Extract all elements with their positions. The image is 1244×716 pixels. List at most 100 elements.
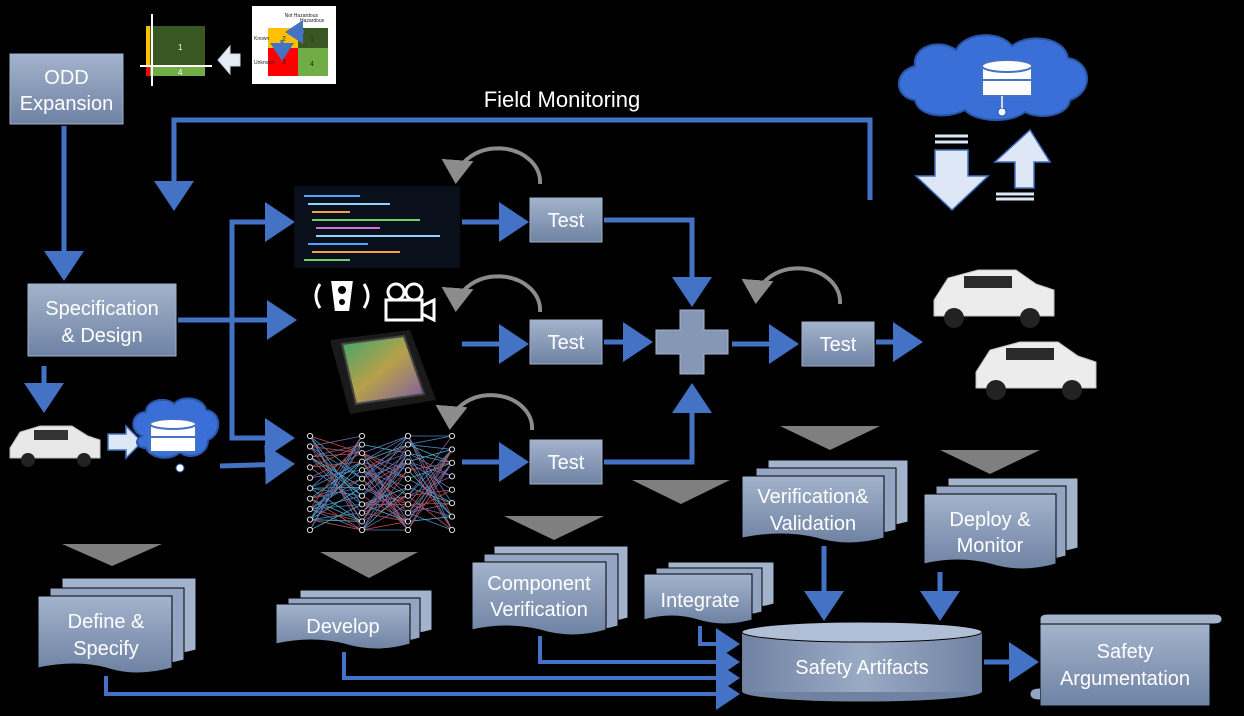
nn-link xyxy=(407,435,453,445)
spec-to-software-arrow xyxy=(229,202,295,320)
test-box-system: Test xyxy=(801,321,875,367)
nn-link xyxy=(407,469,453,517)
test-box-nn: Test xyxy=(529,439,603,485)
sensor-speaker-icon xyxy=(314,279,370,313)
neural-network-image xyxy=(296,428,462,536)
nn-link xyxy=(407,435,453,497)
soc-chip-image xyxy=(330,330,436,414)
nn-node xyxy=(404,526,412,534)
nn-node xyxy=(358,484,366,491)
nn-node xyxy=(306,516,314,523)
nn-node xyxy=(404,484,412,491)
nn-node xyxy=(448,500,456,507)
triangle-deploy xyxy=(940,450,1040,474)
nn-link xyxy=(361,503,409,522)
upload-arrow-icon xyxy=(993,128,1052,201)
nn-node xyxy=(448,459,456,466)
nn-node xyxy=(306,474,314,481)
hazard-matrix-source: Hazardous Not Hazardous Known Unknown 2 … xyxy=(252,6,336,84)
odd-expansion-line1: ODD xyxy=(44,67,88,89)
nn-node xyxy=(358,526,366,534)
nn-node xyxy=(448,432,456,440)
nn-link xyxy=(309,478,363,510)
nn-link xyxy=(309,446,363,480)
nn-link xyxy=(407,449,453,463)
nn-link xyxy=(407,462,453,522)
vehicle-bottom-image xyxy=(975,341,1097,400)
nn-node xyxy=(448,513,456,520)
result-cell-1: 1 xyxy=(178,43,183,52)
phase-deploy-monitor: Deploy & Monitor xyxy=(923,477,1079,570)
nn-link xyxy=(361,444,409,463)
test-box-hardware: Test xyxy=(529,319,603,365)
nn-node xyxy=(404,458,412,465)
nn-node xyxy=(448,526,456,534)
safety-artifacts-label: Safety Artifacts xyxy=(795,657,928,679)
nn-link xyxy=(309,508,363,531)
nn-link xyxy=(407,478,453,504)
nn-link xyxy=(361,452,409,488)
integrate-to-artifacts-arrow xyxy=(698,626,740,660)
integration-plus-icon xyxy=(655,309,729,375)
nn-link xyxy=(361,504,409,531)
test-loop-nn-icon xyxy=(435,393,535,431)
nn-node xyxy=(404,432,412,440)
nn-node xyxy=(358,518,366,525)
matrix-cell-1: 1 xyxy=(310,36,314,43)
result-cell-4: 4 xyxy=(178,68,183,77)
odd-expansion-line2: Expansion xyxy=(20,93,113,115)
nn-link xyxy=(309,461,363,489)
spec-design-box: Specification & Design xyxy=(27,283,177,357)
odd-expansion-box: ODD Expansion xyxy=(9,53,124,125)
nn-link xyxy=(361,469,409,531)
safety-argumentation-line1: Safety xyxy=(1097,641,1154,663)
nn-link xyxy=(309,461,363,520)
nn-link xyxy=(407,462,453,531)
nn-link xyxy=(407,449,453,497)
matrix-col-not-hazardous: Not Hazardous xyxy=(285,13,319,19)
safety-artifacts-database: Safety Artifacts xyxy=(741,621,983,703)
spec-design-line1: Specification xyxy=(45,298,158,320)
nn-link xyxy=(309,461,363,499)
database-icon xyxy=(981,59,1033,117)
spec-design-line2: & Design xyxy=(61,325,142,347)
triangle-define xyxy=(62,544,162,566)
integrate-label: Integrate xyxy=(661,590,740,612)
nn-node xyxy=(358,475,366,482)
matrix-col-hazardous: Hazardous xyxy=(300,18,325,24)
nn-node xyxy=(358,458,366,465)
nn-node xyxy=(306,464,314,471)
nn-node xyxy=(306,526,314,534)
nn-node xyxy=(404,441,412,448)
matrix-cell-4: 4 xyxy=(310,61,314,68)
nn-link xyxy=(407,495,453,531)
nn-link xyxy=(361,435,409,454)
nn-link xyxy=(309,444,363,458)
nn-link xyxy=(407,462,453,480)
matrix-transition-arrow xyxy=(217,44,241,76)
nn-link xyxy=(361,444,409,480)
safety-argumentation-line2: Argumentation xyxy=(1060,668,1190,690)
vv-line2: Validation xyxy=(770,513,856,535)
define-specify-line2: Specify xyxy=(73,638,139,660)
nn-node xyxy=(448,486,456,493)
nn-link xyxy=(407,449,453,505)
nn-link xyxy=(407,461,453,491)
nn-link xyxy=(309,487,363,497)
nn-link xyxy=(309,435,363,447)
vv-line1: Verification& xyxy=(757,486,869,508)
nn-link xyxy=(309,478,363,500)
nn-link xyxy=(407,516,453,522)
nn-node xyxy=(306,495,314,502)
phase-define-specify: Define & Specify xyxy=(37,577,197,674)
nn-link xyxy=(407,462,453,514)
nn-link xyxy=(309,461,363,468)
test-nn-to-integration-arrow xyxy=(604,383,712,465)
nn-link xyxy=(309,519,363,531)
nn-node xyxy=(404,501,412,508)
deploy-monitor-line2: Monitor xyxy=(957,535,1024,557)
nn-node xyxy=(448,446,456,453)
safety-argumentation-scroll: Safety Argumentation xyxy=(1029,613,1223,707)
nn-link xyxy=(309,504,363,531)
